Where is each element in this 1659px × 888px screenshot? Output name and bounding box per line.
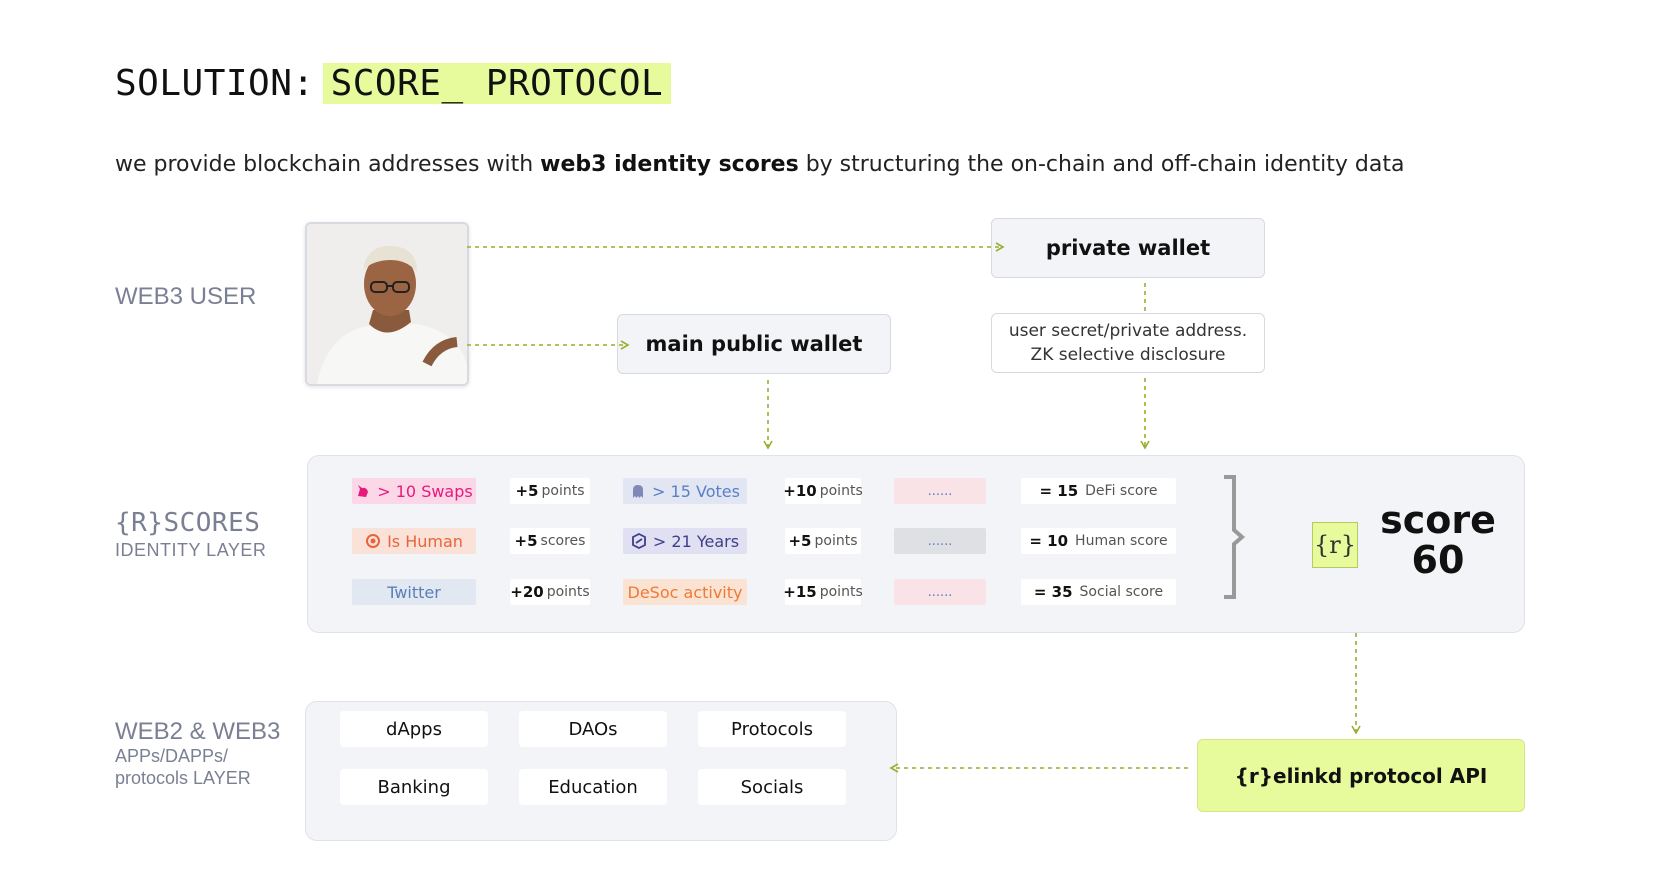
total-value: = 15 — [1039, 482, 1079, 500]
source-chip: Is Human — [352, 528, 476, 554]
source-label: > 10 Swaps — [377, 481, 473, 501]
title-prefix: SOLUTION: — [115, 63, 315, 104]
app-item: DAOs — [519, 711, 667, 747]
source-chip: > 15 Votes — [623, 478, 747, 504]
points-unit: points — [819, 483, 863, 499]
page-title: SOLUTION:SCORE_ PROTOCOL — [115, 58, 672, 110]
source-chip: DeSoc activity — [623, 579, 747, 605]
source-chip: Twitter — [352, 579, 476, 605]
source-label: > 21 Years — [652, 531, 740, 551]
more-dots: ...... — [927, 483, 953, 499]
source-label: DeSoc activity — [627, 582, 743, 602]
label-identity-layer: IDENTITY LAYER — [115, 540, 267, 560]
total-value: = 35 — [1033, 583, 1073, 601]
points-unit: points — [814, 533, 858, 549]
note-line-1: user secret/private address. — [1008, 321, 1248, 341]
points-value: +20 — [510, 583, 544, 601]
title-highlight: SCORE_ PROTOCOL — [322, 63, 672, 104]
total-chip: = 10 Human score — [1021, 528, 1176, 554]
label-apps-layer-2: protocols LAYER — [115, 768, 251, 788]
points-unit: scores — [540, 533, 586, 549]
points-value: +5 — [514, 532, 538, 550]
subtitle: we provide blockchain addresses with web… — [115, 152, 1404, 177]
points-value: +5 — [788, 532, 812, 550]
target-icon — [366, 534, 381, 548]
source-label: > 15 Votes — [652, 481, 740, 501]
app-item: Socials — [698, 769, 846, 805]
user-avatar — [305, 222, 469, 386]
relinkd-logo: {r} — [1312, 522, 1358, 568]
points-unit: points — [541, 483, 585, 499]
private-address-note: user secret/private address. ZK selectiv… — [991, 313, 1265, 373]
label-web2-web3: WEB2 & WEB3 — [115, 718, 281, 745]
ghost-icon — [633, 485, 644, 498]
relinkd-api-box: {r}elinkd protocol API — [1197, 739, 1525, 812]
total-chip: = 35 Social score — [1021, 579, 1176, 605]
source-chip: > 10 Swaps — [352, 478, 476, 504]
brace-icon — [1224, 475, 1246, 599]
app-item: dApps — [340, 711, 488, 747]
more-chip: ...... — [894, 528, 986, 554]
source-label: Is Human — [387, 531, 463, 551]
score-word: score — [1380, 498, 1496, 542]
label-apps-layer-1: APPs/DAPPs/ — [115, 746, 229, 766]
points-value: +15 — [783, 583, 817, 601]
more-dots: ...... — [927, 584, 953, 600]
subtitle-bold: web3 identity scores — [540, 152, 799, 177]
points-unit: points — [546, 584, 590, 600]
unicorn-icon — [358, 485, 369, 497]
app-item: Education — [519, 769, 667, 805]
badge-icon — [632, 533, 646, 549]
more-dots: ...... — [927, 533, 953, 549]
note-line-2: ZK selective disclosure — [1030, 345, 1226, 365]
app-item: Protocols — [698, 711, 846, 747]
subtitle-pre: we provide blockchain addresses with — [115, 152, 541, 177]
more-chip: ...... — [894, 579, 986, 605]
private-wallet-box: private wallet — [991, 218, 1265, 278]
total-label: Human score — [1075, 533, 1168, 549]
app-item: Banking — [340, 769, 488, 805]
total-label: Social score — [1079, 584, 1164, 600]
more-chip: ...... — [894, 478, 986, 504]
total-value: = 10 — [1029, 532, 1069, 550]
label-rscores: {R}SCORES — [115, 508, 261, 538]
total-score: score 60 — [1378, 500, 1498, 580]
public-wallet-box: main public wallet — [617, 314, 891, 374]
points-value: +10 — [783, 482, 817, 500]
source-label: Twitter — [387, 582, 441, 602]
total-chip: = 15 DeFi score — [1021, 478, 1176, 504]
subtitle-post: by structuring the on-chain and off-chai… — [798, 152, 1405, 177]
total-label: DeFi score — [1085, 483, 1158, 499]
user-photo-icon — [307, 224, 467, 384]
score-value: 60 — [1411, 538, 1465, 582]
source-chip: > 21 Years — [623, 528, 747, 554]
points-unit: points — [819, 584, 863, 600]
points-value: +5 — [515, 482, 539, 500]
label-web3-user: WEB3 USER — [115, 283, 257, 310]
